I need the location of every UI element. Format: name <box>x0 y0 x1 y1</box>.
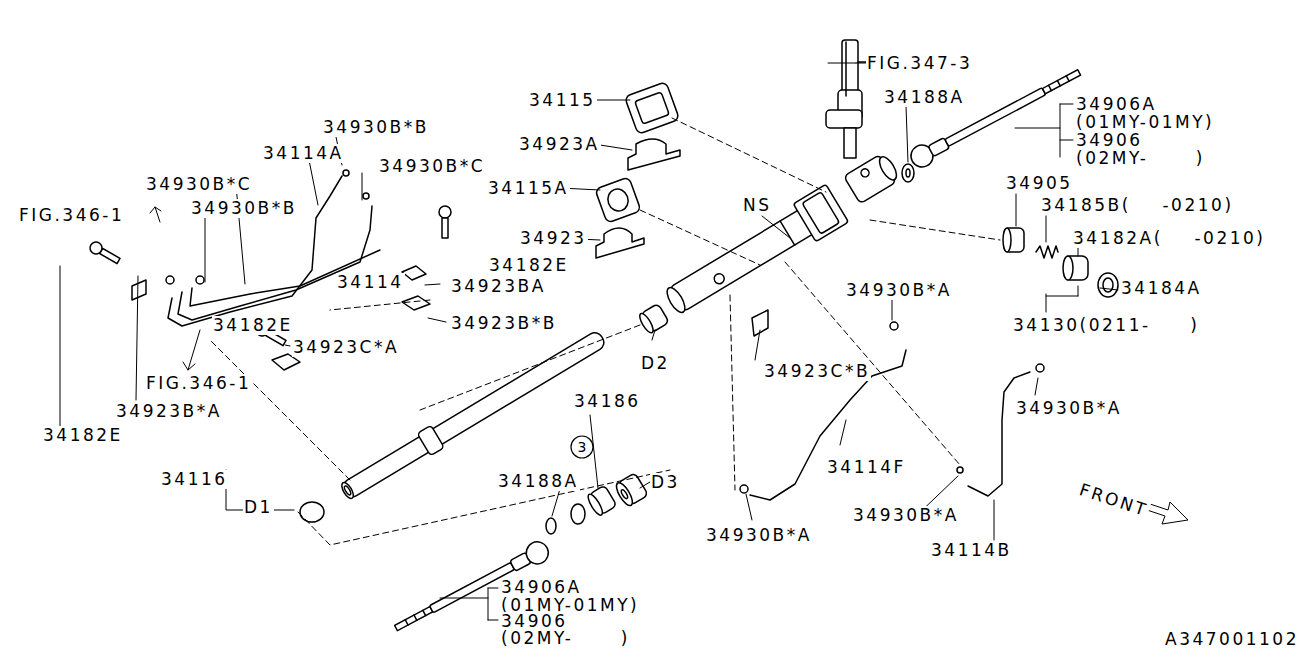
part-label: FIG.347-3 <box>866 54 973 73</box>
callout-circle: 3 <box>570 435 594 459</box>
part-label: (01MY-01MY) <box>1075 113 1215 132</box>
part-label: 34906 <box>1075 131 1144 150</box>
part-label: 34923BA <box>450 277 547 296</box>
part-label: 34930B*A <box>705 526 813 545</box>
part-label: 34906A <box>1075 95 1158 114</box>
part-label: 34923A <box>518 135 601 154</box>
part-label: D2 <box>640 354 671 373</box>
part-label: 34186 <box>573 392 642 411</box>
part-label: 34930B*B <box>322 118 430 137</box>
part-label: 34923B*A <box>115 402 223 421</box>
part-label: 34182A( -0210) <box>1072 229 1267 248</box>
part-label: 34930B*A <box>852 506 960 525</box>
part-label: 34115A <box>487 179 570 198</box>
part-label: 34923C*A <box>292 338 400 357</box>
part-label: 34905 <box>1005 174 1074 193</box>
callout-number: 3 <box>570 435 594 459</box>
part-label: FRONT <box>1076 480 1151 520</box>
part-label: FIG.346-1 <box>145 374 252 393</box>
part-label: 34923B*B <box>450 314 558 333</box>
part-label: 34114A <box>262 144 345 163</box>
part-label: 34188A <box>497 472 580 491</box>
part-label: FIG.346-1 <box>18 206 125 225</box>
part-label: 34906A <box>500 578 583 597</box>
part-label: 34114B <box>930 541 1013 560</box>
part-label: 34930B*A <box>1015 399 1123 418</box>
part-label: 34930B*C <box>145 175 253 194</box>
part-label: 34923 <box>519 229 588 248</box>
part-label: 34188A <box>883 88 966 107</box>
part-label: 34130(0211- ) <box>1012 316 1200 335</box>
part-label: 34182E <box>212 316 294 335</box>
part-label: 34923C*B <box>763 362 871 381</box>
part-label: 34114 <box>336 273 405 292</box>
part-label: 34184A <box>1120 279 1203 298</box>
drawing-code: A347001102 <box>1164 630 1300 649</box>
part-label: NS <box>742 196 773 215</box>
part-label: D3 <box>650 473 681 492</box>
part-label: 34182E <box>42 426 124 445</box>
part-label: 34185B( -0210) <box>1040 196 1235 215</box>
part-label: D1 <box>243 498 274 517</box>
part-label: 34930B*C <box>378 157 486 176</box>
part-label: 34930B*B <box>190 199 298 218</box>
part-label: 34115 <box>528 91 597 110</box>
part-label: 34116 <box>160 470 229 489</box>
part-label: 34930B*A <box>845 281 953 300</box>
part-label: 34182E <box>488 256 570 275</box>
part-label: (02MY- ) <box>500 629 631 648</box>
part-label: 34114F <box>826 458 907 477</box>
part-label: (02MY- ) <box>1075 149 1206 168</box>
